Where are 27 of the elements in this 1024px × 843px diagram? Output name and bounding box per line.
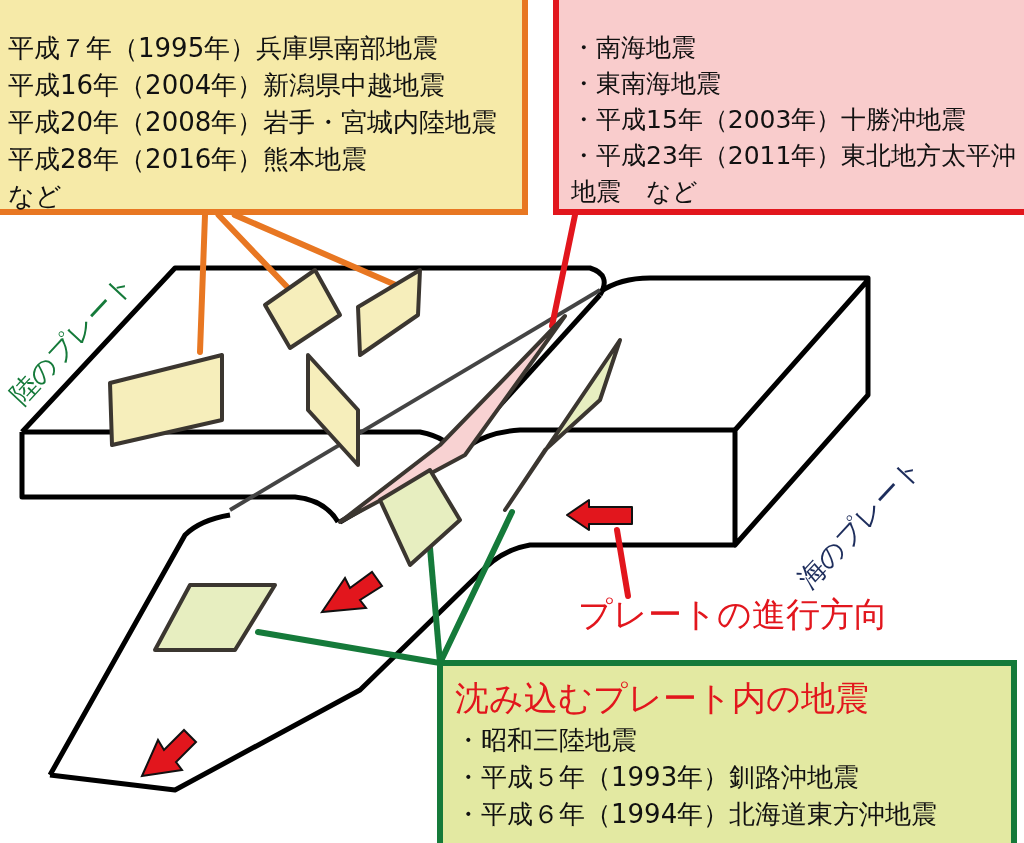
earthquake-item: ・東南海地震 xyxy=(571,68,722,100)
earthquake-item: ・昭和三陸地震 xyxy=(455,724,638,757)
fault-plane xyxy=(262,266,344,352)
earthquake-item: 平成７年（1995年）兵庫県南部地震 xyxy=(8,32,440,65)
earthquake-item: 平成20年（2008年）岩手・宮城内陸地震 xyxy=(8,106,499,139)
callout-box xyxy=(437,660,1017,843)
earthquake-item: ・平成15年（2003年）十勝沖地震 xyxy=(571,104,968,136)
fault-plane xyxy=(305,352,361,468)
fault-plane xyxy=(108,352,226,448)
leader-line xyxy=(614,527,631,599)
fault-plane xyxy=(355,267,423,357)
plate-motion-icon xyxy=(565,498,635,532)
note-text: など xyxy=(8,180,63,213)
box-title: 沈み込むプレート内の地震 xyxy=(455,677,870,720)
plate-label: 陸のプレート xyxy=(2,266,141,413)
callout-box xyxy=(553,0,1024,215)
earthquake-item: ・南海地震 xyxy=(571,32,697,64)
earthquake-item: 平成28年（2016年）熊本地震 xyxy=(8,143,369,176)
fault-plane xyxy=(500,335,625,515)
plate-boundary-plane xyxy=(335,312,570,527)
earthquake-item: ・平成５年（1993年）釧路沖地震 xyxy=(455,761,861,794)
earthquake-item: ・平成23年（2011年）東北地方太平沖地震 など xyxy=(571,140,1018,208)
earthquake-item: 平成16年（2004年）新潟県中越地震 xyxy=(8,69,447,102)
callout-box xyxy=(0,0,528,215)
fault-plane xyxy=(150,580,280,655)
earthquake-item: ・平成６年（1994年）北海道東方沖地震 xyxy=(455,798,939,831)
fault-plane xyxy=(375,465,465,570)
